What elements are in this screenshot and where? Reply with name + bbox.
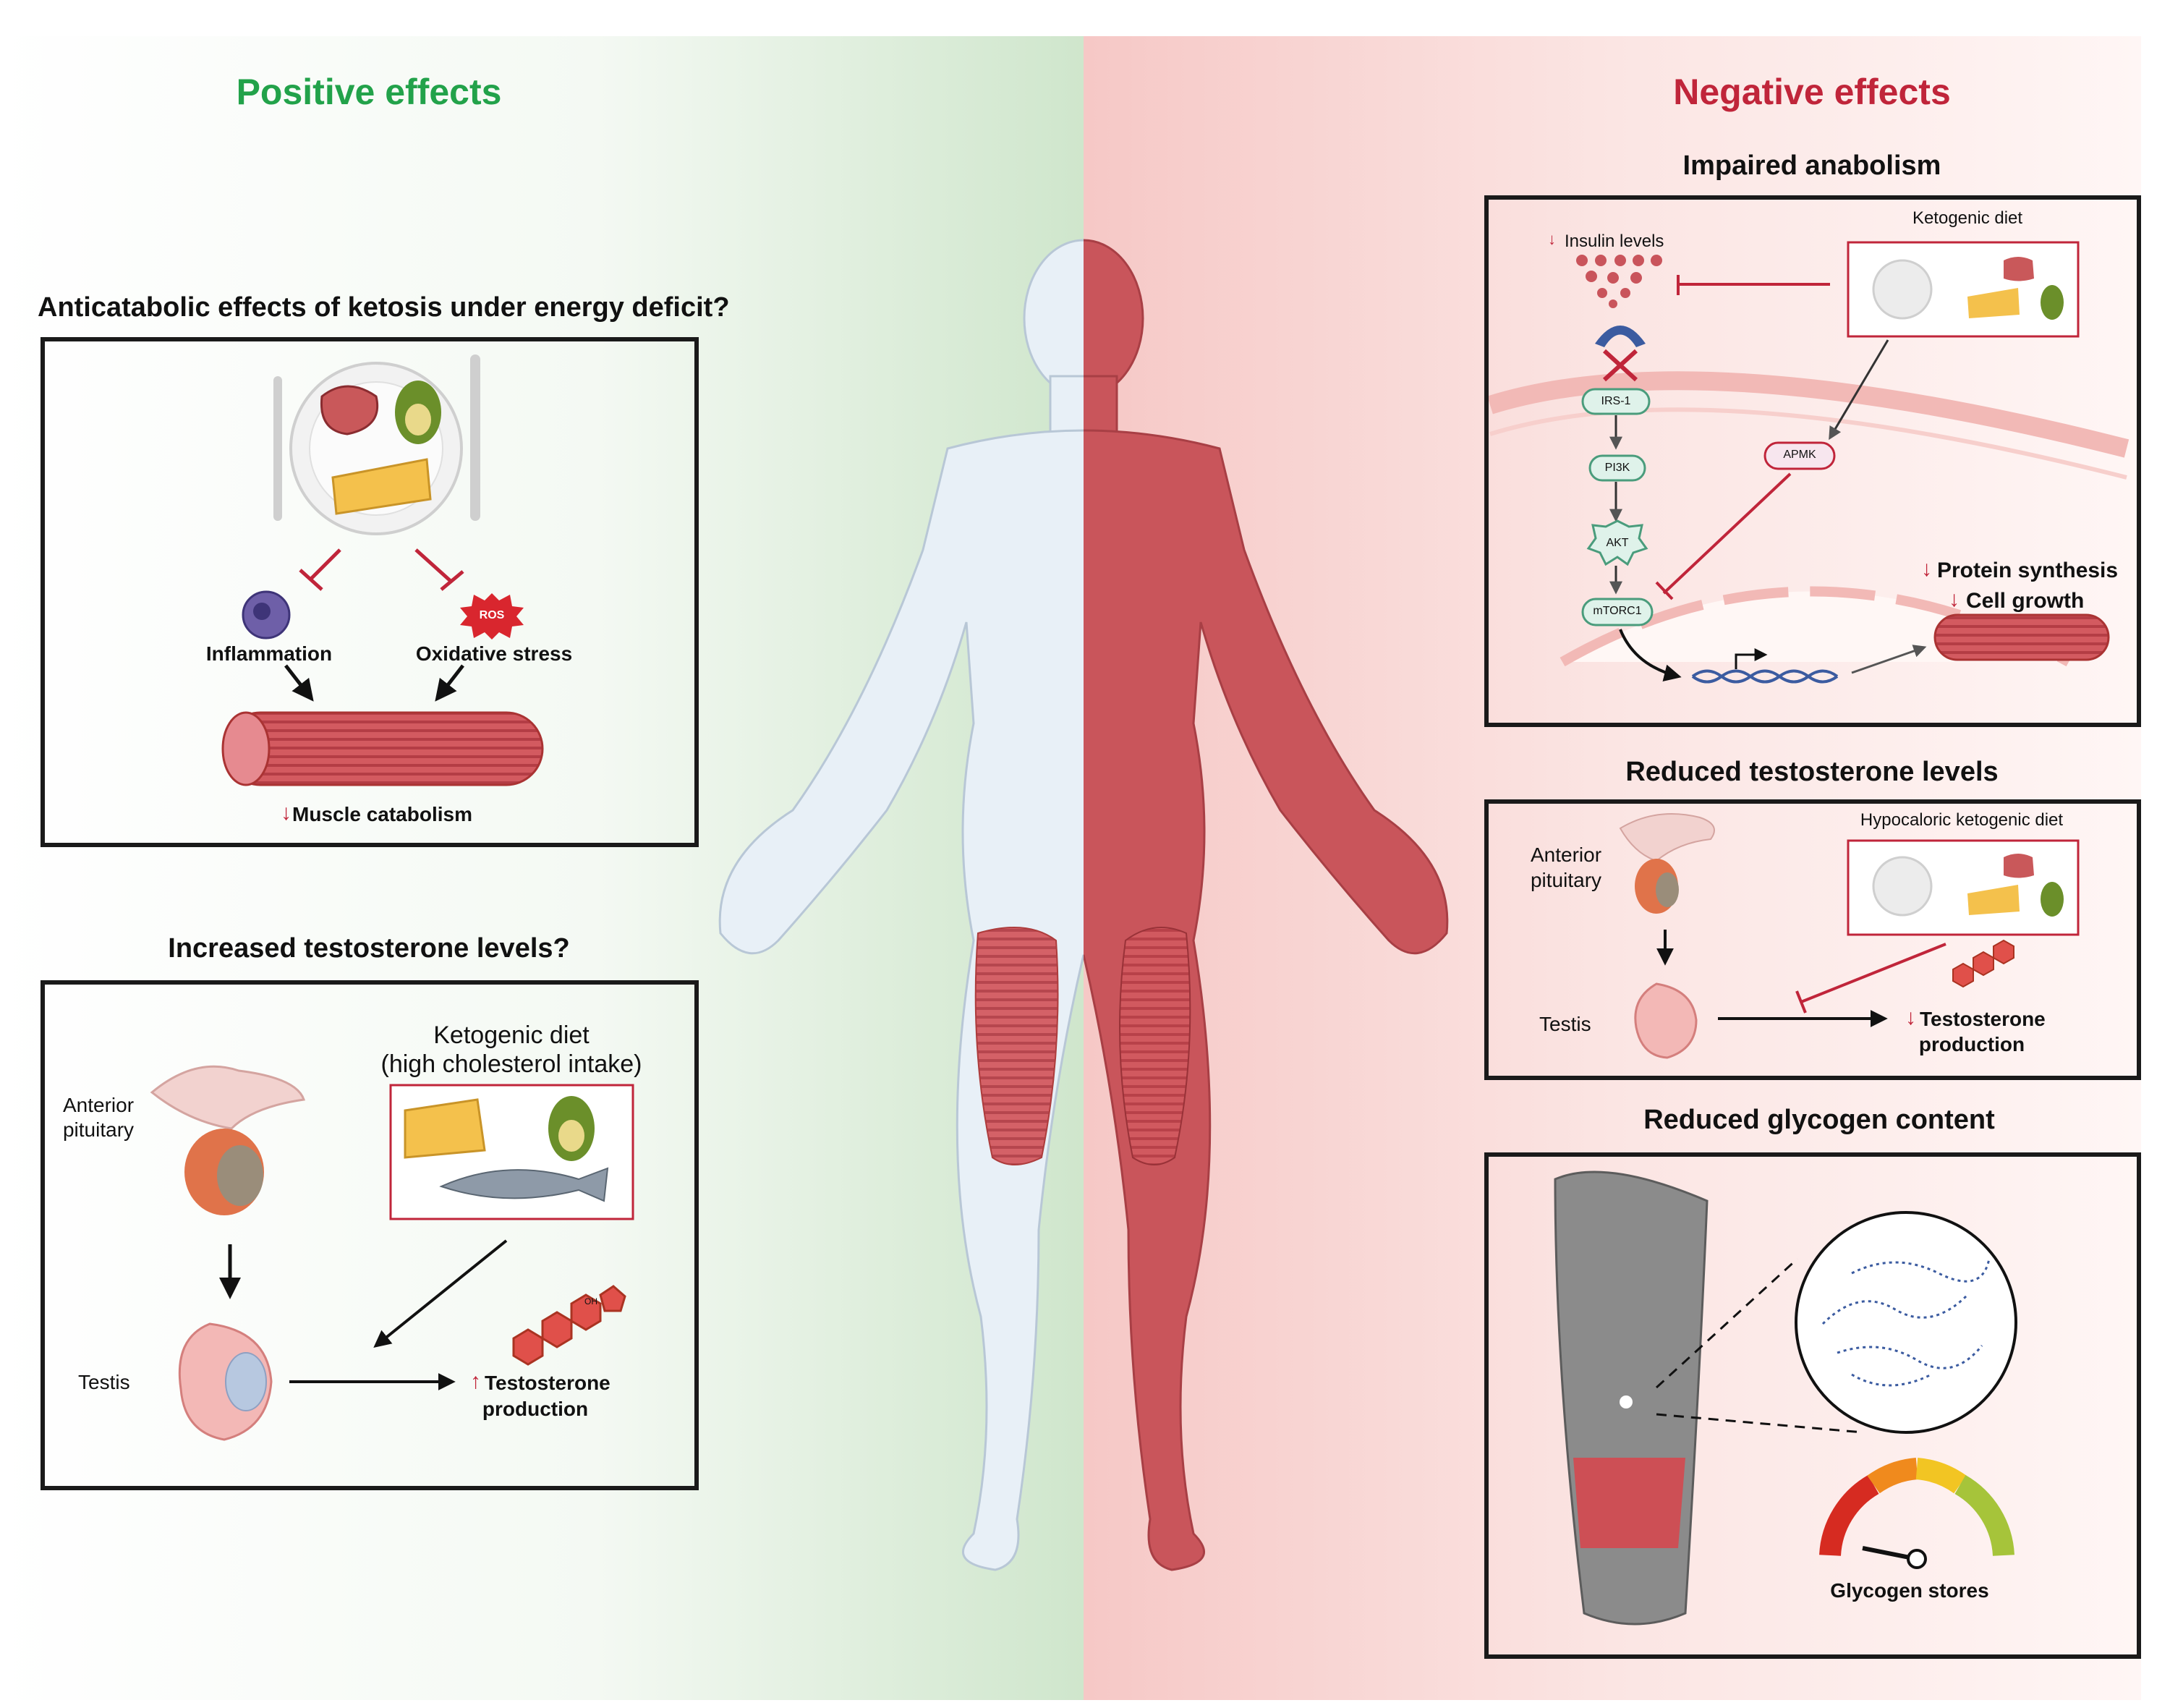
testis-label: Testis (78, 1371, 130, 1393)
akt-node: AKT (1606, 537, 1629, 549)
reduced-glycogen-title: Reduced glycogen content (1643, 1105, 1995, 1135)
positive-effects-header: Positive effects (236, 72, 502, 112)
protein-synthesis-label: Protein synthesis (1937, 558, 2119, 582)
anterior-pituitary-label-1: Anterior (1530, 844, 1602, 866)
anticatabolic-panel (41, 337, 699, 847)
ketogenic-diet-label: Ketogenic diet (433, 1021, 590, 1049)
mtorc1-node: mTORC1 (1593, 605, 1642, 617)
protein-down-arrow: ↓ (1921, 557, 1932, 581)
positive-background (0, 36, 1084, 1700)
increased-testosterone-title: Increased testosterone levels? (168, 933, 570, 964)
impaired-anabolism-panel (1484, 195, 2141, 727)
oxidative-stress-label: Oxidative stress (415, 642, 573, 665)
anterior-pituitary-label-2: pituitary (62, 1118, 135, 1141)
reduced-glycogen-box (1554, 1170, 2017, 1626)
up-arrow: ↑ (470, 1369, 481, 1393)
reduced-testosterone-panel (1484, 799, 2141, 1080)
testosterone-production-label-2: production (482, 1398, 589, 1420)
ros-label: ROS (479, 609, 505, 621)
apmk-node: APMK (1783, 449, 1816, 461)
right-thigh-muscle (1119, 927, 1191, 1165)
muscle-catabolism-label: Muscle catabolism (292, 803, 472, 825)
anterior-pituitary-label-2: pituitary (1530, 869, 1602, 891)
negative-effects-header: Negative effects (1673, 72, 1951, 112)
testosterone-production-label-1: Testosterone (1920, 1008, 2046, 1030)
irs1-node: IRS-1 (1601, 395, 1631, 407)
cholesterol-label: (high cholesterol intake) (380, 1050, 642, 1078)
hypocaloric-diet-label: Hypocaloric ketogenic diet (1860, 810, 2064, 830)
increased-testosterone-panel (41, 980, 699, 1490)
testosterone-production-label-2: production (1918, 1033, 2025, 1055)
ketogenic-diet-label: Ketogenic diet (1912, 208, 2023, 228)
insulin-levels-label: Insulin levels (1565, 231, 1664, 251)
reduced-glycogen-panel (1484, 1152, 2141, 1659)
left-thigh-muscle (974, 927, 1059, 1165)
oh-label: OH (584, 1296, 597, 1307)
pi3k-node: PI3K (1604, 462, 1630, 474)
insulin-down-arrow: ↓ (1548, 230, 1556, 248)
impaired-anabolism-box (1487, 241, 2129, 684)
testosterone-production-label-1: Testosterone (485, 1372, 610, 1394)
glycogen-stores-label: Glycogen stores (1830, 1579, 1989, 1602)
reduced-testosterone-title: Reduced testosterone levels (1625, 757, 1999, 787)
cell-growth-label: Cell growth (1966, 589, 2085, 613)
down-arrow: ↓ (281, 801, 292, 825)
cell-growth-down-arrow: ↓ (1949, 587, 1960, 611)
anterior-pituitary-label-1: Anterior (62, 1094, 135, 1116)
impaired-anabolism-title: Impaired anabolism (1682, 150, 1941, 181)
anticatabolic-box (221, 354, 544, 786)
increased-testosterone-box (150, 1065, 634, 1441)
inflammation-label: Inflammation (205, 642, 333, 665)
reduced-testosterone-box (1619, 813, 2080, 1059)
testosterone-down-arrow: ↓ (1905, 1006, 1916, 1029)
testis-label: Testis (1539, 1013, 1591, 1035)
human-figure (718, 239, 1449, 1571)
anticatabolic-title: Anticatabolic effects of ketosis under e… (38, 292, 730, 323)
